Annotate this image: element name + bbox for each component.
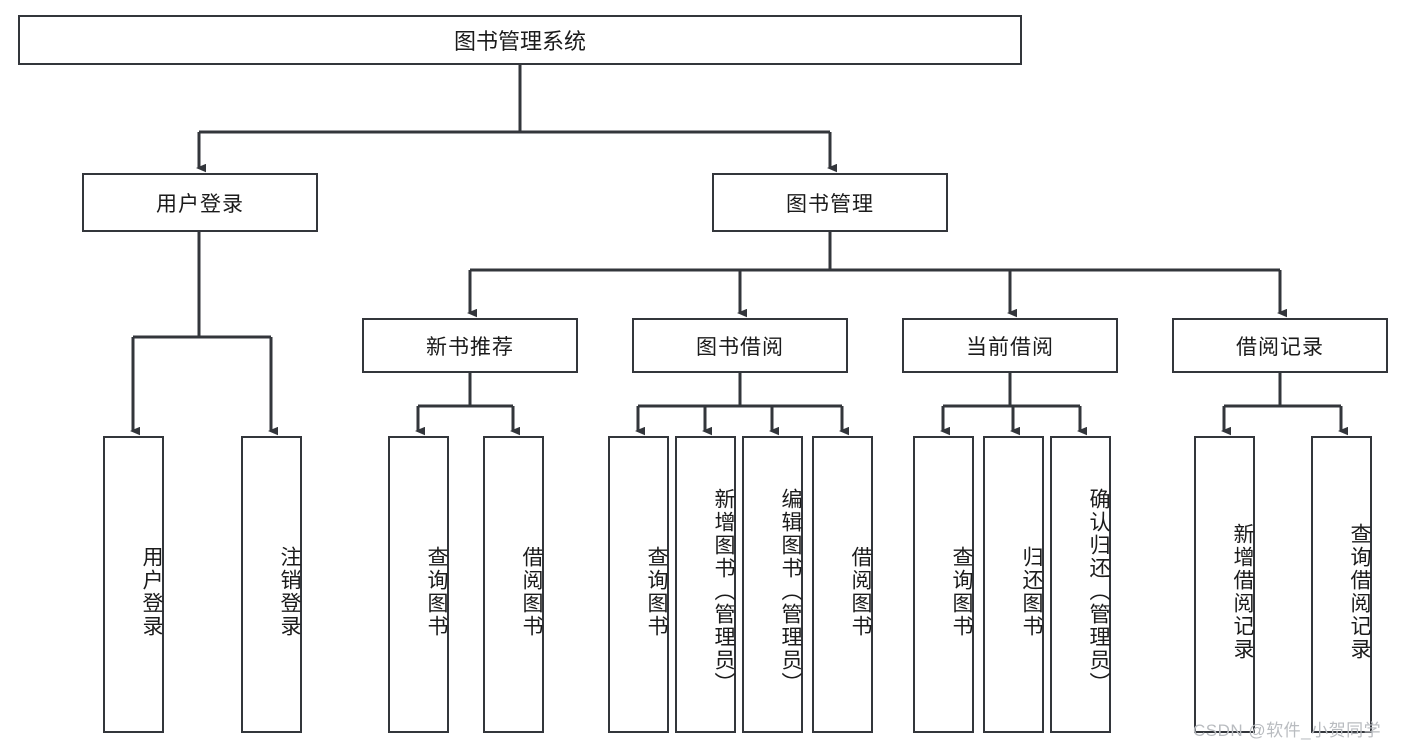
leaf-book-borrow-2[interactable]: 新增图书（管理员） (675, 436, 736, 733)
leaf-borrow-record-2-label: 查询借阅记录 (1348, 522, 1371, 661)
node-root-label: 图书管理系统 (453, 29, 586, 54)
node-new-book-recommend-label: 新书推荐 (426, 335, 514, 359)
leaf-book-borrow-3[interactable]: 编辑图书（管理员） (742, 436, 803, 733)
node-book-management[interactable]: 图书管理 (712, 173, 948, 232)
node-book-borrow[interactable]: 图书借阅 (632, 318, 848, 373)
node-new-book-recommend[interactable]: 新书推荐 (362, 318, 578, 373)
node-current-borrow[interactable]: 当前借阅 (902, 318, 1118, 373)
watermark-text: CSDN @软件_小贺同学 (1193, 721, 1382, 740)
node-current-borrow-label: 当前借阅 (966, 335, 1054, 359)
leaf-user-login-2[interactable]: 注销登录 (241, 436, 302, 733)
leaf-borrow-record-2[interactable]: 查询借阅记录 (1311, 436, 1372, 733)
leaf-current-borrow-3-label: 确认归还（管理员） (1087, 488, 1110, 695)
node-book-management-label: 图书管理 (786, 192, 874, 216)
node-book-borrow-label: 图书借阅 (696, 335, 784, 359)
leaf-user-login-1[interactable]: 用户登录 (103, 436, 164, 733)
leaf-borrow-record-1[interactable]: 新增借阅记录 (1194, 436, 1255, 733)
node-user-login[interactable]: 用户登录 (82, 173, 318, 232)
leaf-book-borrow-3-label: 编辑图书（管理员） (779, 488, 802, 695)
node-borrow-record-label: 借阅记录 (1236, 335, 1324, 359)
leaf-book-borrow-2-label: 新增图书（管理员） (712, 488, 735, 695)
leaf-book-borrow-4-label: 借阅图书 (849, 545, 872, 638)
leaf-new-book-recommend-2[interactable]: 借阅图书 (483, 436, 544, 733)
leaf-book-borrow-1[interactable]: 查询图书 (608, 436, 669, 733)
leaf-new-book-recommend-2-label: 借阅图书 (520, 545, 543, 638)
leaf-current-borrow-3[interactable]: 确认归还（管理员） (1050, 436, 1111, 733)
leaf-borrow-record-1-label: 新增借阅记录 (1231, 522, 1254, 661)
leaf-current-borrow-1[interactable]: 查询图书 (913, 436, 974, 733)
leaf-book-borrow-4[interactable]: 借阅图书 (812, 436, 873, 733)
node-root[interactable]: 图书管理系统 (18, 15, 1022, 65)
leaf-current-borrow-2[interactable]: 归还图书 (983, 436, 1044, 733)
node-user-login-label: 用户登录 (156, 192, 244, 216)
leaf-user-login-2-label: 注销登录 (278, 545, 301, 638)
leaf-current-borrow-1-label: 查询图书 (950, 545, 973, 638)
leaf-book-borrow-1-label: 查询图书 (645, 545, 668, 638)
leaf-user-login-1-label: 用户登录 (140, 545, 163, 638)
leaf-new-book-recommend-1-label: 查询图书 (425, 545, 448, 638)
leaf-current-borrow-2-label: 归还图书 (1020, 545, 1043, 638)
leaf-new-book-recommend-1[interactable]: 查询图书 (388, 436, 449, 733)
node-borrow-record[interactable]: 借阅记录 (1172, 318, 1388, 373)
